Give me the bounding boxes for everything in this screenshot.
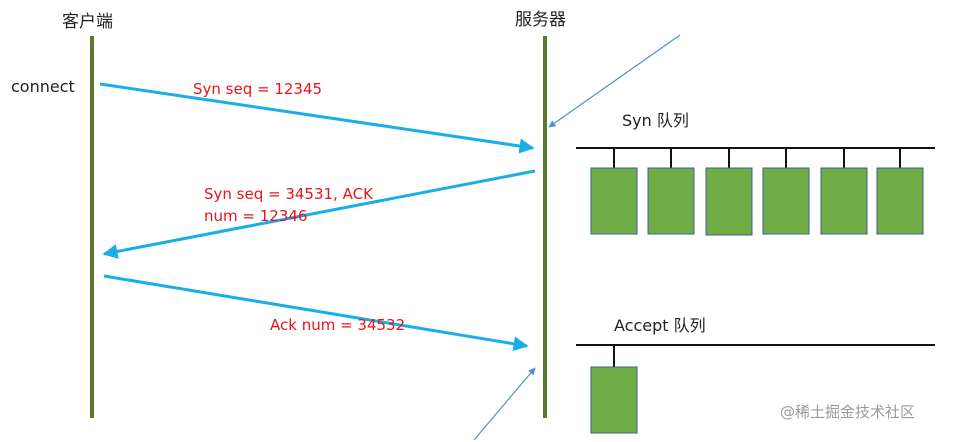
syn-queue-item bbox=[647, 167, 695, 235]
syn-queue-pointer-line bbox=[548, 34, 681, 128]
syn-queue-item bbox=[876, 167, 924, 235]
client-heading: 客户端 bbox=[62, 12, 113, 32]
accept-queue-items bbox=[590, 345, 638, 434]
syn-queue-item bbox=[820, 167, 868, 235]
syn-ack-message-label-line2: num = 12346 bbox=[204, 207, 308, 225]
syn-queue-items bbox=[590, 148, 924, 236]
syn-ack-arrow bbox=[102, 169, 536, 259]
syn-queue-item bbox=[705, 167, 753, 236]
syn-message-label: Syn seq = 12345 bbox=[193, 80, 323, 98]
syn-ack-message-label-line1: Syn seq = 34531, ACK bbox=[204, 185, 373, 203]
accept-queue-pointer-line bbox=[473, 367, 536, 441]
syn-queue-label: Syn 队列 bbox=[622, 111, 689, 130]
syn-queue-item bbox=[762, 167, 810, 235]
server-heading: 服务器 bbox=[515, 10, 566, 30]
ack-arrow bbox=[103, 274, 529, 352]
connect-label: connect bbox=[11, 77, 75, 96]
syn-arrow bbox=[99, 82, 535, 154]
watermark: @稀土掘金技术社区 bbox=[780, 403, 916, 421]
accept-queue-label: Accept 队列 bbox=[614, 316, 706, 335]
accept-queue-item bbox=[590, 366, 638, 434]
ack-message-label: Ack num = 34532 bbox=[270, 316, 406, 334]
syn-queue-item bbox=[590, 167, 638, 235]
